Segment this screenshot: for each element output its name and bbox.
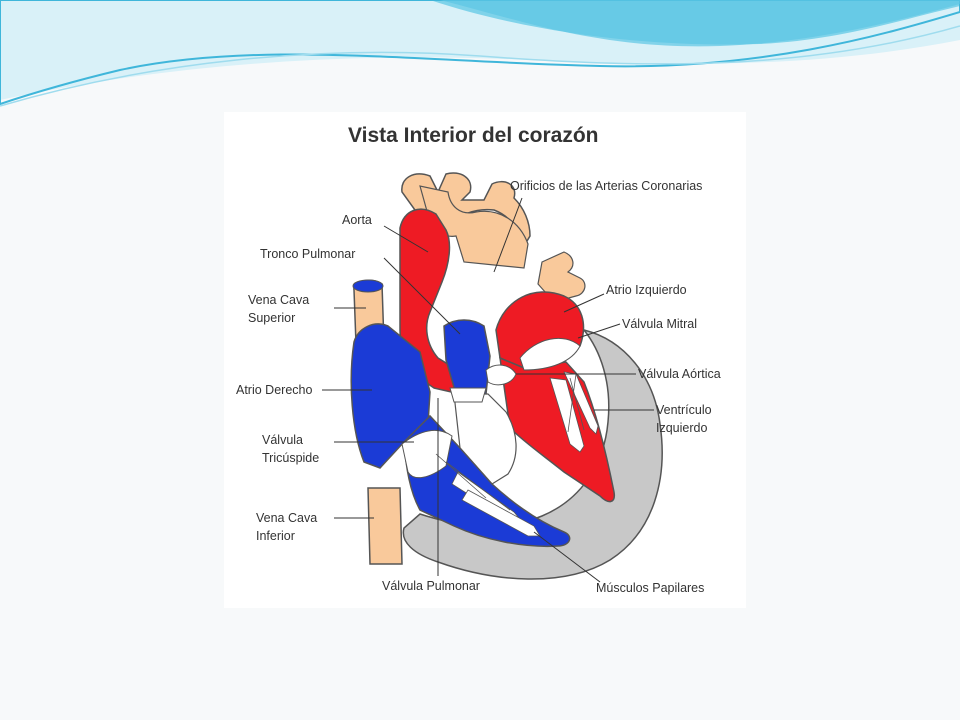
mitral-valve [519, 337, 581, 371]
leader-lines [322, 197, 654, 583]
label-orificios-arterias-coronarias: Orificios de las Arterias Coronarias [510, 179, 703, 193]
label-vena-cava-superior-line1: Vena Cava [248, 293, 310, 307]
pulmonary-valve [449, 387, 487, 403]
header-wave-decoration [0, 0, 960, 107]
label-ventriculo-izquierdo-line1: Ventrículo [656, 403, 712, 417]
label-vena-cava-superior-line2: Superior [248, 311, 296, 325]
heart-diagram-figure: Vista Interior del corazón Orificios de … [224, 112, 746, 608]
label-atrio-izquierdo: Atrio Izquierdo [606, 283, 687, 297]
pulmonary-veins [537, 251, 586, 303]
label-musculos-papilares: Músculos Papilares [596, 581, 705, 595]
papillary-muscle-right-2 [461, 489, 541, 537]
label-vena-cava-inferior-line1: Vena Cava [256, 511, 318, 525]
label-valvula-aortica: Válvula Aórtica [638, 367, 721, 381]
vena-cava-superior-opening [352, 279, 384, 293]
heart-illustration [322, 172, 663, 583]
label-aorta: Aorta [342, 213, 372, 227]
label-ventriculo-izquierdo-line2: Izquierdo [656, 421, 708, 435]
vena-cava-inferior [367, 487, 403, 565]
chordae-lines [435, 373, 585, 511]
wave-accent-band [0, 0, 960, 106]
wave-thin-line [0, 25, 960, 107]
label-vena-cava-inferior-line2: Inferior [256, 529, 295, 543]
aortic-valve [485, 364, 517, 386]
left-ventricle [499, 356, 616, 503]
papillary-muscle-left [549, 377, 585, 453]
label-valvula-tricuspide-line1: Válvula [262, 433, 303, 447]
label-valvula-mitral: Válvula Mitral [622, 317, 698, 331]
label-tronco-pulmonar: Tronco Pulmonar [260, 247, 356, 261]
wave-top-fill [0, 0, 960, 47]
diagram-title: Vista Interior del corazón [348, 124, 599, 147]
label-valvula-tricuspide-line2: Tricúspide [262, 451, 320, 465]
tricuspid-valve [401, 429, 453, 479]
label-valvula-pulmonar: Válvula Pulmonar [382, 579, 480, 593]
septum [453, 393, 517, 485]
right-atrium [350, 323, 431, 469]
label-atrio-derecho: Atrio Derecho [236, 383, 313, 397]
